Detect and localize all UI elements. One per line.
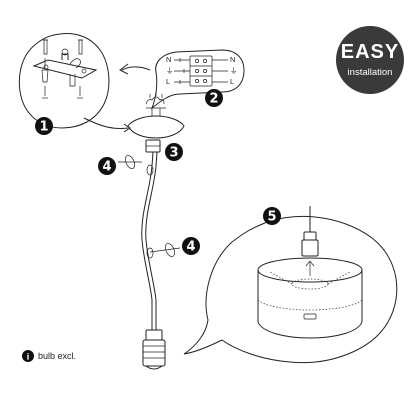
step-5-marker: 5	[263, 207, 281, 225]
wire-letter-left-earth: ⏚	[166, 66, 174, 75]
step-2-marker: 2	[205, 89, 223, 107]
wire-connector-icon	[174, 55, 228, 87]
mounting-screw-icon	[77, 39, 83, 99]
step-4-number-lower: 4	[186, 240, 195, 255]
wire-letter-right-earth: ⏚	[230, 66, 238, 75]
ceiling-canopy-icon	[127, 92, 185, 139]
mounting-screw-icon	[41, 39, 49, 99]
step-5-number: 5	[267, 210, 276, 225]
drum-shade-icon	[257, 257, 363, 339]
badge-subtitle: installation	[348, 67, 393, 78]
mounting-bracket-icon	[32, 48, 98, 87]
step-2-number: 2	[209, 92, 218, 107]
step-4-number-upper: 4	[102, 160, 111, 175]
cable-clip-lower: 4	[146, 237, 200, 259]
bulb-excluded-note: i bulb excl.	[22, 350, 76, 362]
easy-installation-badge: EASY installation	[336, 26, 404, 94]
bulb-excluded-text: bulb excl.	[38, 351, 76, 361]
step-3-marker: 3	[165, 143, 183, 161]
step-1-arrow	[83, 117, 129, 129]
step-3-number: 3	[169, 146, 178, 161]
step-2-arrow	[121, 66, 151, 71]
step-1-marker: 1	[35, 117, 53, 135]
step-4-marker-upper: 4	[98, 157, 116, 175]
cable-clip-upper: 4	[98, 155, 142, 175]
suspension-cable	[141, 151, 158, 330]
wire-letter-left-n: N	[166, 55, 171, 64]
lamp-socket-icon	[142, 329, 166, 370]
info-icon-glyph: i	[27, 352, 30, 362]
step-1-number: 1	[39, 120, 48, 135]
step-3-collar: 3	[145, 139, 183, 161]
wire-letter-right-l: L	[230, 77, 234, 86]
step-2-detail-bubble: N ⏚ L N ⏚ L 2	[119, 49, 245, 110]
step-1-detail-bubble: 1	[18, 33, 131, 135]
step-4-marker-lower: 4	[182, 237, 200, 255]
info-icon	[22, 350, 34, 362]
step-5-detail-bubble: 5	[183, 206, 398, 364]
badge-title: EASY	[341, 41, 399, 63]
wire-letter-right-n: N	[230, 55, 235, 64]
wire-letter-left-l: L	[166, 77, 170, 86]
